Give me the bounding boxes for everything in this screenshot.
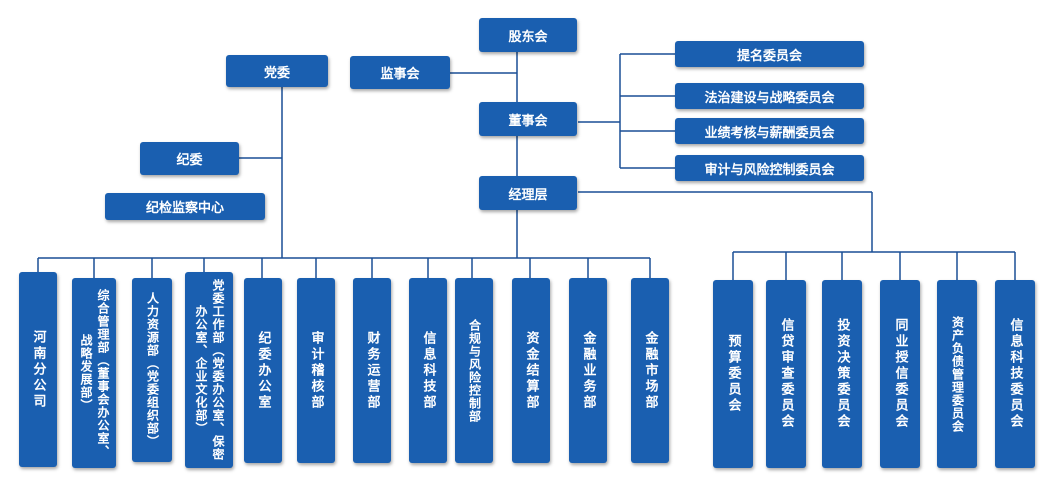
department-box-finance: 财务运营部	[353, 278, 391, 463]
department-box-financial-business: 金融业务部	[569, 278, 607, 463]
board-of-directors-box: 董事会	[479, 102, 577, 136]
supervisory-board-box: 监事会	[350, 56, 450, 89]
performance-compensation-committee-box: 业绩考核与薪酬委员会	[675, 118, 864, 144]
department-box-audit: 审计稽核部	[297, 278, 335, 463]
committee-box-it-committee: 信息科技委员会	[995, 280, 1035, 468]
committee-box-investment-decision: 投资决策委员会	[822, 280, 862, 468]
department-box-party-work: 党委工作部（党委办公室、保密办公室、企业文化部）	[185, 272, 233, 468]
department-box-henan-branch: 河南分公司	[19, 272, 57, 467]
department-box-discipline-office: 纪委办公室	[244, 278, 282, 463]
nomination-committee-box: 提名委员会	[675, 41, 864, 67]
committee-box-credit-review: 信贷审查委员会	[766, 280, 806, 468]
committee-box-budget: 预算委员会	[713, 280, 753, 468]
department-box-compliance-risk: 合规与风险控制部	[455, 278, 493, 463]
department-box-it: 信息科技部	[409, 278, 447, 463]
discipline-inspection-center-box: 纪检监察中心	[105, 193, 265, 220]
committee-box-interbank-credit: 同业授信委员会	[880, 280, 920, 468]
department-box-human-resources: 人力资源部（党委组织部）	[132, 278, 172, 462]
department-box-settlement: 资金结算部	[512, 278, 550, 463]
discipline-committee-box: 纪委	[140, 142, 239, 175]
committee-box-asset-liability: 资产负债管理委员会	[937, 280, 977, 468]
shareholders-meeting-box: 股东会	[479, 18, 577, 52]
party-committee-box: 党委	[226, 55, 328, 87]
management-box: 经理层	[479, 176, 577, 210]
audit-risk-committee-box: 审计与风险控制委员会	[675, 155, 864, 181]
department-box-financial-markets: 金融市场部	[631, 278, 669, 463]
legal-strategy-committee-box: 法治建设与战略委员会	[675, 83, 864, 109]
department-box-general-management: 综合管理部（董事会办公室、战略发展部）	[72, 278, 116, 468]
